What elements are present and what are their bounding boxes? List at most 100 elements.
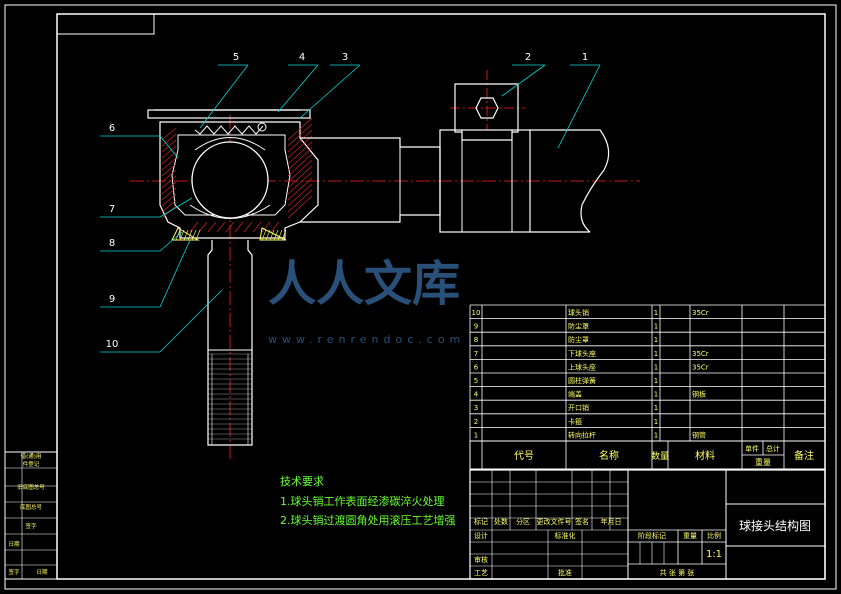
balloon-5: 5: [199, 52, 249, 129]
bom-name: 防尘罩: [568, 335, 589, 344]
boot-hatch: [179, 229, 185, 241]
balloon-number: 7: [109, 204, 115, 215]
boot-hatch: [183, 229, 189, 241]
side-registration-block: 借(通)用件登记旧底图总号底图总号签字日期签字日期: [4, 451, 58, 580]
hatch-line: [287, 171, 313, 195]
balloon-9: 9: [100, 239, 191, 308]
balloon-leader: [299, 64, 361, 119]
technical-requirements: 技术要求 1.球头销工作表面经渗碳淬火处理 2.球头销过渡圆角处用滚压工艺增强: [280, 475, 456, 527]
lbl-change-doc: 更改文件号: [537, 517, 572, 526]
bom-name: 卡箍: [568, 417, 582, 426]
lbl-approve: 批准: [558, 568, 572, 577]
bom-material: 35Cr: [692, 363, 709, 371]
boot-hatch: [265, 229, 271, 241]
lower-ball-seat: [189, 204, 271, 219]
hatch-line: [287, 141, 313, 165]
dust-boot-right: [259, 227, 287, 241]
balloon-4: 4: [277, 52, 319, 113]
tech-item-2: 2.球头销过渡圆角处用滚压工艺增强: [280, 513, 456, 527]
watermark: 人人文库 www.renrendoc.com: [268, 256, 460, 346]
lbl-stage-mark: 阶段标记: [638, 531, 666, 540]
hatch-line: [161, 145, 177, 159]
hatch-line: [225, 221, 235, 233]
balloon-leader: [159, 239, 191, 308]
balloon-leader: [501, 64, 546, 97]
bom-material: 35Cr: [692, 309, 709, 317]
hatch-line: [287, 183, 313, 207]
clamp-sleeve: [439, 129, 531, 233]
balloon-number: 1: [582, 52, 588, 63]
balloon-8: 8: [100, 231, 183, 252]
hatch-line: [161, 151, 177, 165]
bom-h-name: 名称: [599, 449, 619, 462]
bom-no: 2: [474, 418, 478, 426]
lbl-ratio: 比例: [707, 531, 721, 540]
housing-hatching: [161, 117, 313, 233]
bom-name: 防尘罩: [568, 322, 589, 331]
boot-hatch: [261, 229, 267, 241]
balloon-leader: [159, 231, 183, 252]
hatch-line: [270, 221, 280, 233]
hatch-line: [161, 157, 177, 171]
hatch-line: [161, 127, 177, 141]
balloon-number: 9: [109, 294, 115, 305]
side-block-box: [4, 451, 58, 580]
lbl-count: 处数: [494, 517, 508, 526]
bom-qty: 1: [654, 391, 658, 399]
hatch-line: [161, 181, 177, 195]
bom-qty: 1: [654, 418, 658, 426]
bom-h-code: 代号: [514, 450, 534, 462]
hatch-line: [252, 221, 262, 233]
side-label: 底图总号: [20, 503, 43, 511]
balloon-number: 3: [342, 52, 348, 63]
upper-ball-seat: [194, 137, 266, 151]
title-block: 标记处数分区更改文件号签名年月日设计标准化审核工艺批准阶段标记重量比例1:1共 …: [469, 469, 826, 580]
bom-name: 开口销: [568, 403, 589, 412]
bom-h-weight: 重量: [755, 457, 771, 467]
corner-code-box: [56, 13, 155, 35]
hatch-line: [161, 175, 177, 189]
hatch-line: [161, 193, 177, 207]
hatch-line: [161, 169, 177, 183]
end-cap-plate: [147, 109, 311, 119]
hatch-line: [287, 177, 313, 201]
boot-hatch: [273, 229, 279, 241]
bom-name: 转向拉杆: [568, 430, 596, 439]
lbl-sign: 签名: [575, 517, 589, 526]
ball-joint-assembly-drawing: [130, 70, 640, 460]
lbl-standardize: 标准化: [555, 531, 576, 540]
bom-qty: 1: [654, 431, 658, 439]
balloon-2: 2: [501, 52, 546, 97]
hatch-line: [207, 221, 217, 233]
drawing-frame: [4, 4, 837, 590]
tech-item-1: 1.球头销工作表面经渗碳淬火处理: [280, 494, 445, 508]
lbl-weight: 重量: [683, 532, 697, 540]
balloon-number: 5: [233, 52, 239, 63]
bom-no: 1: [474, 431, 478, 439]
side-label: 日期: [36, 569, 48, 576]
hatch-line: [161, 133, 177, 147]
hatch-line: [189, 221, 199, 233]
bom-no: 3: [474, 404, 478, 412]
bom-name: 球头销: [568, 308, 589, 317]
balloon-leader: [199, 64, 249, 129]
bom-h-note: 备注: [794, 449, 814, 462]
side-label: 日期: [8, 541, 20, 548]
hatch-line: [198, 221, 208, 233]
balloon-leader: [159, 197, 193, 218]
hatch-line: [287, 159, 313, 183]
bom-material: 钢板: [692, 390, 706, 399]
inner-border: [56, 13, 826, 580]
balloon-number: 6: [109, 123, 115, 134]
side-label: 签字: [8, 568, 20, 576]
side-label: 件登记: [23, 460, 40, 468]
hatch-line: [287, 165, 313, 189]
bom-no: 6: [474, 363, 479, 371]
hatch-line: [161, 139, 177, 153]
